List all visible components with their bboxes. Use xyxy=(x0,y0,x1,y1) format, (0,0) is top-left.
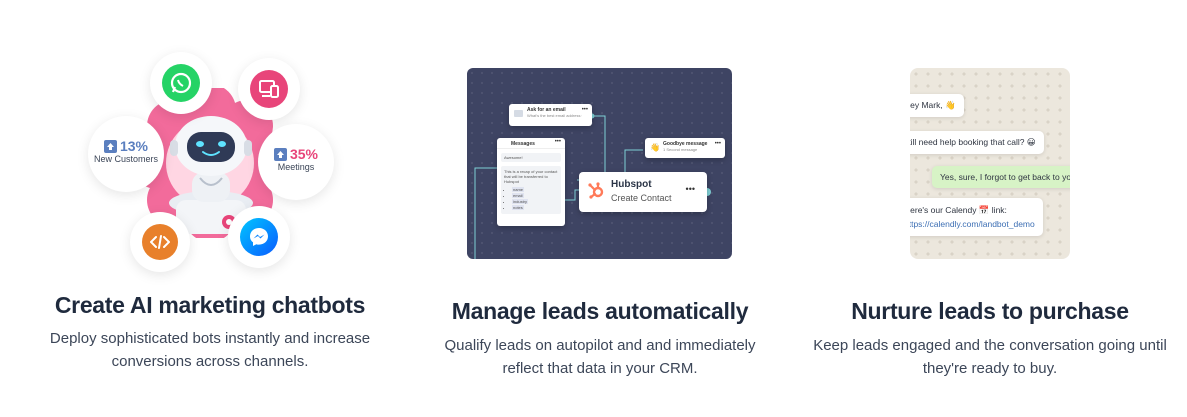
more-icon[interactable]: ••• xyxy=(581,107,588,113)
arrow-up-icon xyxy=(273,147,287,161)
feature-manage-leads: Ask for an email What's the best email a… xyxy=(410,0,790,417)
chatbot-illustration: 13% New Customers 35% Meetings xyxy=(80,52,340,280)
feature-title: Nurture leads to purchase xyxy=(851,298,1129,324)
more-icon[interactable]: ••• xyxy=(685,184,695,194)
feature-description: Deploy sophisticated bots instantly and … xyxy=(49,330,371,370)
arrow-up-icon xyxy=(103,139,117,153)
devices-icon xyxy=(250,70,288,108)
chat-message: Here's our Calendy 📅 link: https://calen… xyxy=(910,198,1043,236)
flow-node-messages[interactable]: Messages ••• Awesome! This is a recap of… xyxy=(497,138,565,226)
whatsapp-icon xyxy=(162,64,200,102)
chat-message: still need help booking that call? 😀 xyxy=(910,131,1044,154)
stat-new-customers: 13% New Customers xyxy=(88,116,164,192)
messenger-icon xyxy=(240,218,278,256)
flow-node-goodbye[interactable]: 👋 Goodbye message 1 Second message ••• xyxy=(645,138,725,158)
code-bubble xyxy=(130,212,190,272)
code-icon xyxy=(142,224,178,260)
whatsapp-bubble xyxy=(150,52,212,114)
flow-node-hubspot[interactable]: Hubspot Create Contact ••• xyxy=(579,172,707,212)
chat-message-user: Yes, sure, I forgot to get back to you. xyxy=(932,166,1070,188)
stat-meetings: 35% Meetings xyxy=(258,124,334,200)
feature-description: Qualify leads on autopilot and and immed… xyxy=(444,337,756,377)
email-icon xyxy=(514,110,523,117)
chat-message: Hey Mark, 👋 xyxy=(910,94,964,117)
calendly-link[interactable]: https://calendly.com/landbot_demo xyxy=(910,219,1035,229)
feature-ai-chatbots: 13% New Customers 35% Meetings Create AI… xyxy=(20,0,400,417)
devices-bubble xyxy=(238,58,300,120)
wave-icon: 👋 xyxy=(650,143,660,152)
flow-node-ask-email[interactable]: Ask for an email What's the best email a… xyxy=(509,104,592,126)
feature-title: Create AI marketing chatbots xyxy=(54,292,366,318)
feature-description: Keep leads engaged and the conversation … xyxy=(813,337,1167,377)
chat-illustration: Hey Mark, 👋 still need help booking that… xyxy=(910,68,1070,259)
feature-nurture-leads: Hey Mark, 👋 still need help booking that… xyxy=(800,0,1180,417)
feature-title: Manage leads automatically xyxy=(451,298,749,324)
messenger-bubble xyxy=(228,206,290,268)
hubspot-icon xyxy=(588,182,604,199)
robot-icon xyxy=(169,116,253,234)
flow-builder-illustration: Ask for an email What's the best email a… xyxy=(467,68,732,259)
